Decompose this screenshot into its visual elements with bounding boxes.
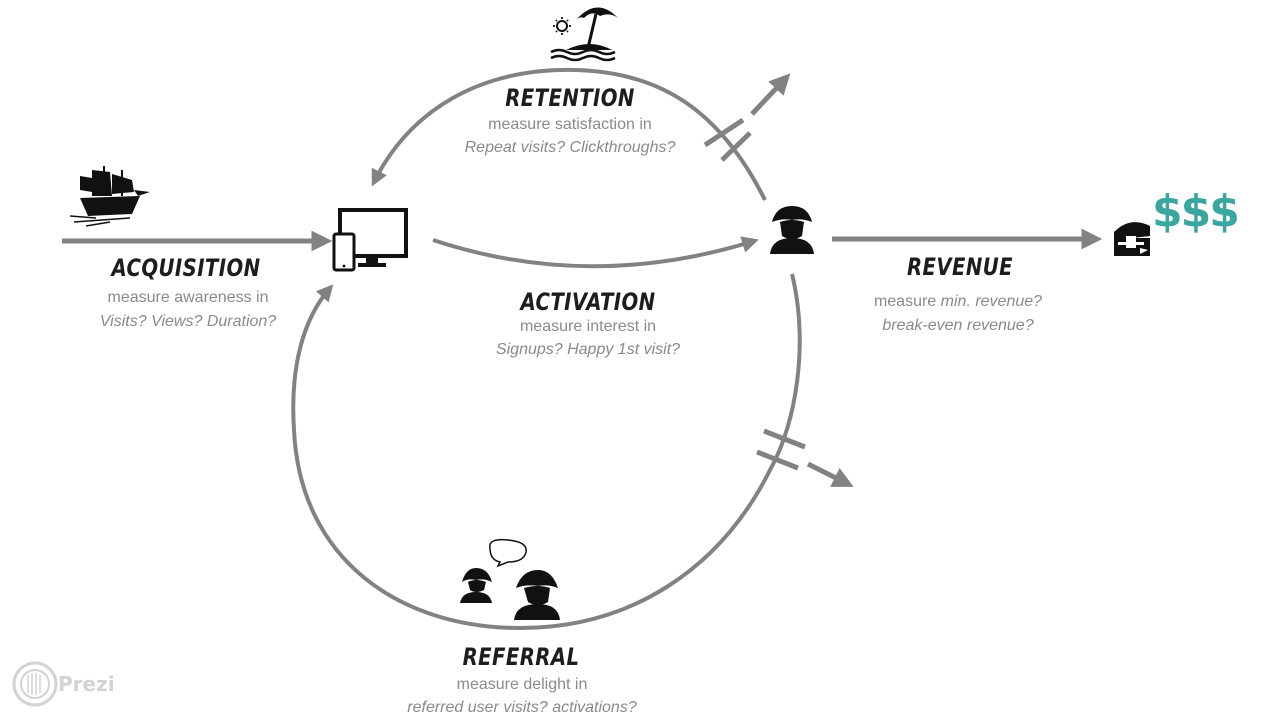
computer-devices-icon: [332, 208, 408, 272]
referral-break-mark: [756, 449, 799, 471]
sailing-ship-icon: [69, 166, 150, 227]
referral-line1: measure delight in: [456, 676, 588, 693]
beach-umbrella-icon: [550, 7, 618, 62]
retention-label: RETENTION: [470, 84, 670, 112]
retention-break-mark: [703, 117, 745, 148]
prezi-logo-icon: [12, 661, 58, 707]
acquisition-title: ACQUISITION: [111, 254, 261, 282]
activation-title: ACTIVATION: [520, 288, 656, 316]
referral-break-mark: [763, 428, 806, 450]
two-users-talking-icon: [460, 538, 560, 620]
referral-title: REFERRAL: [462, 643, 580, 671]
retention-title: RETENTION: [505, 84, 635, 112]
revenue-label: REVENUE: [860, 253, 1060, 281]
referral-exit-arrow: [806, 461, 854, 487]
retention-arrow: [371, 67, 767, 201]
revenue-line1-italic: min. revenue?: [940, 293, 1043, 310]
activation-line1: measure interest in: [519, 318, 657, 335]
referral-line2: referred user visits? activations?: [407, 699, 637, 716]
prezi-watermark: Prezi: [58, 672, 115, 696]
activation-line2: Signups? Happy 1st visit?: [495, 341, 681, 358]
acquisition-line1: measure awareness in: [107, 289, 269, 306]
activation-label: ACTIVATION: [488, 288, 688, 316]
revenue-line2: break-even revenue?: [882, 317, 1034, 334]
treasure-chest-icon: [1114, 222, 1150, 256]
activation-arrow: [432, 236, 759, 269]
revenue-line1-prefix: measure: [873, 293, 937, 310]
money-symbols: $$$: [1152, 186, 1240, 237]
retention-break-mark: [720, 131, 752, 162]
pirate-user-icon: [770, 206, 814, 254]
referral-arrow: [291, 273, 802, 631]
revenue-line1: measure min. revenue?: [808, 290, 1108, 314]
acquisition-line2: Visits? Views? Duration?: [99, 313, 277, 330]
retention-line1: measure satisfaction in: [488, 116, 652, 133]
acquisition-label: ACQUISITION: [86, 254, 286, 282]
retention-exit-arrow: [750, 73, 791, 116]
retention-line2: Repeat visits? Clickthroughs?: [464, 139, 676, 156]
revenue-title: REVENUE: [906, 253, 1014, 281]
referral-label: REFERRAL: [421, 643, 621, 671]
